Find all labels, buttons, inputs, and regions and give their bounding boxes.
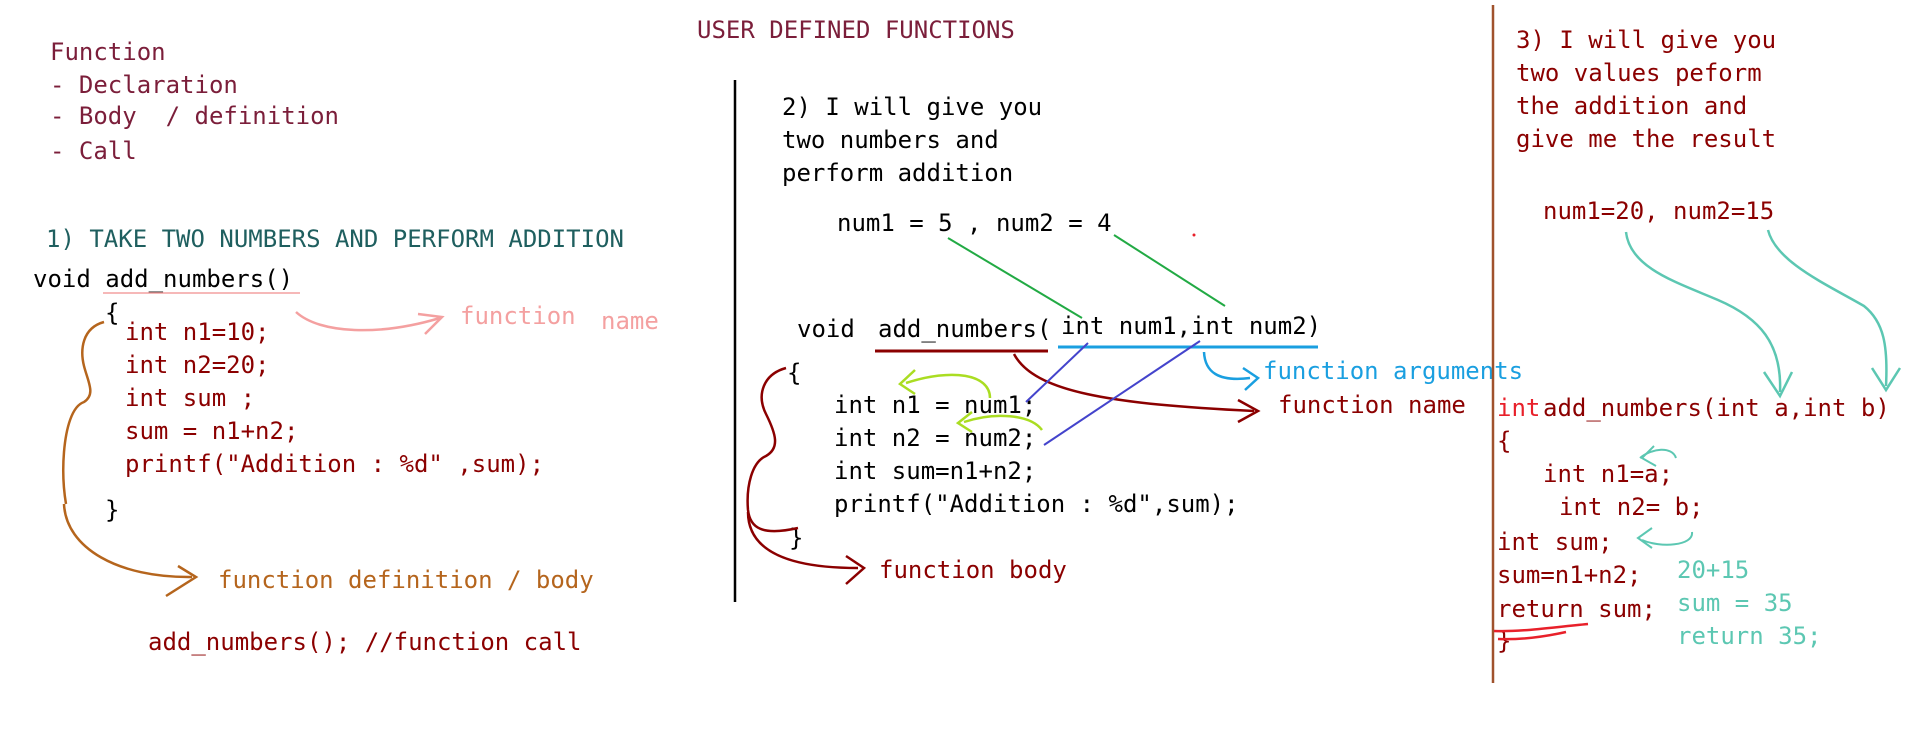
section3-teal-arrow-2 (1766, 229, 1888, 387)
section1-brace-curve (61, 320, 105, 505)
section2-label-arguments: function arguments (1263, 357, 1524, 385)
section2-code-line-3: int sum=n1+n2; (834, 457, 1037, 485)
section2-signature-args: int num1,int num2) (1061, 312, 1322, 340)
section3-note-line-3: return 35; (1677, 622, 1822, 650)
section1-code-line-4: sum = n1+n2; (125, 417, 299, 445)
section2-lime-arrow-2 (963, 414, 1043, 431)
section2-args-arrow (1202, 351, 1251, 381)
section2-code-line-1: int n1 = num1; (834, 391, 1037, 419)
section3-heading-line-3: the addition and (1516, 92, 1748, 120)
section1-open-brace: { (105, 299, 120, 327)
section3-code-line-1: int n1=a; (1543, 460, 1674, 488)
section2-code-line-4: printf("Addition : %d",sum); (834, 490, 1239, 518)
section2-green-line-2 (1113, 234, 1226, 307)
section3-red-scribble-1 (1493, 622, 1589, 633)
section3-red-scribble-2 (1497, 630, 1567, 641)
section2-indigo-line-2 (1043, 340, 1201, 446)
section1-code-line-2: int n2=20; (125, 351, 270, 379)
section2-green-line-1 (947, 237, 1083, 319)
section1-definition-arrow (62, 503, 193, 579)
section2-label-name: function name (1278, 391, 1466, 419)
section1-code-line-1: int n1=10; (125, 318, 270, 346)
section2-signature-prefix: void (797, 315, 855, 343)
section2-body-arrow (746, 511, 859, 570)
overview-item-declaration: - Declaration (50, 71, 238, 99)
section1-label-definition: function definition / body (218, 566, 594, 594)
overview-heading: Function (50, 38, 166, 66)
section1-code-line-3: int sum ; (125, 384, 256, 412)
section1-signature: void add_numbers() (33, 265, 294, 293)
section3-note-line-1: 20+15 (1677, 556, 1750, 584)
section1-label-function: function (460, 302, 576, 330)
overview-item-body: - Body / definition (50, 102, 339, 130)
section3-note-line-2: sum = 35 (1677, 589, 1793, 617)
section3-heading-line-2: two values peform (1516, 59, 1762, 87)
section3-close-brace: } (1497, 627, 1512, 655)
section2-red-dot (1192, 233, 1196, 237)
section3-teal-arrowhead-1 (1762, 371, 1794, 399)
section3-heading-line-1: 3) I will give you (1516, 26, 1777, 54)
section1-heading: 1) TAKE TWO NUMBERS AND PERFORM ADDITION (46, 225, 624, 253)
section2-name-arrowhead (1237, 398, 1261, 424)
page-title: USER DEFINED FUNCTIONS (697, 16, 1015, 44)
section1-code-line-5: printf("Addition : %d" ,sum); (125, 450, 545, 478)
section2-heading-line-3: perform addition (782, 159, 1014, 187)
section2-values: num1 = 5 , num2 = 4 (837, 209, 1112, 237)
section3-values: num1=20, num2=15 (1543, 197, 1775, 225)
section2-code-line-2: int n2 = num2; (834, 424, 1037, 452)
section3-signature: add_numbers(int a,int b) (1543, 394, 1890, 422)
section2-indigo-line-1 (1025, 342, 1089, 403)
section2-args-arrowhead (1242, 366, 1261, 391)
section3-teal-loophead-2 (1636, 527, 1653, 549)
section2-body-arrowhead (845, 554, 867, 585)
section3-teal-arrowhead-2 (1870, 367, 1902, 393)
section1-function-name-arrow (295, 311, 441, 332)
section2-lime-arrow-1 (905, 373, 992, 399)
section2-signature-name: add_numbers( (878, 315, 1052, 343)
section3-code-line-2: int n2= b; (1559, 493, 1704, 521)
section3-return-stmt: return sum; (1497, 595, 1656, 623)
section3-sum-decl: int sum; (1497, 528, 1613, 556)
section3-return-type: int (1497, 394, 1541, 422)
section1-call: add_numbers(); //function call (148, 628, 582, 656)
section3-teal-loop-2 (1641, 531, 1693, 546)
section2-open-brace: { (787, 359, 802, 387)
section1-label-name: name (601, 307, 659, 335)
section3-open-brace: { (1497, 427, 1512, 455)
section2-name-arrow (1012, 353, 1255, 413)
section1-close-brace: } (105, 496, 120, 524)
section1-function-name-arrowhead (417, 312, 445, 335)
section2-lime-arrowhead-2 (955, 411, 973, 434)
section2-brace-curve (746, 366, 799, 533)
section2-heading-line-1: 2) I will give you (782, 93, 1043, 121)
section3-heading-line-4: give me the result (1516, 125, 1777, 153)
section2-close-brace: } (789, 524, 804, 552)
section2-label-body: function body (879, 556, 1067, 584)
section2-lime-arrowhead-1 (897, 369, 916, 396)
section3-sum-calc: sum=n1+n2; (1497, 561, 1642, 589)
section2-heading-line-2: two numbers and (782, 126, 999, 154)
section3-teal-arrow-1 (1624, 231, 1782, 393)
section3-teal-loophead-1 (1640, 445, 1657, 467)
overview-item-call: - Call (50, 137, 137, 165)
section1-definition-arrowhead (165, 564, 199, 598)
